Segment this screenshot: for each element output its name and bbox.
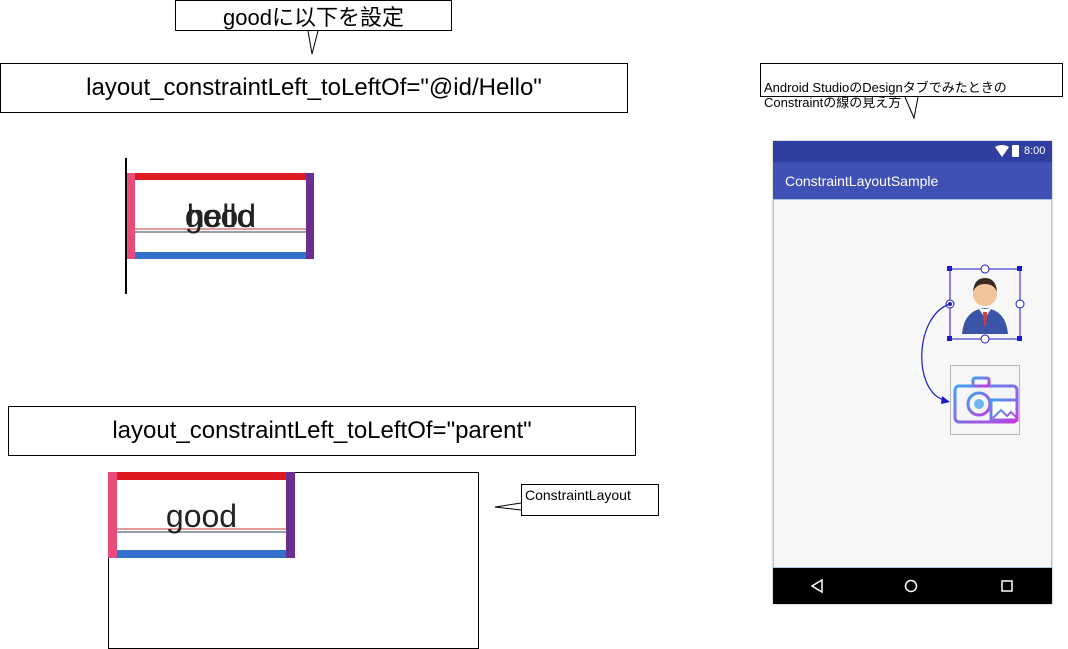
constraint-arrow <box>921 303 951 401</box>
home-icon[interactable] <box>904 579 918 593</box>
studio-note-text: Android StudioのDesignタブでみたときの Constraint… <box>764 80 1007 110</box>
recents-icon[interactable] <box>1001 580 1013 592</box>
attribute-parent-text: layout_constraintLeft_toLeftOf="parent" <box>112 417 532 444</box>
anchor-top <box>980 264 990 274</box>
example1-hello-label: hello <box>186 198 255 234</box>
battery-icon <box>1012 145 1019 157</box>
phone-mockup: 8:00 ConstraintLayoutSample <box>773 141 1052 604</box>
camera-image-frame[interactable] <box>950 365 1020 435</box>
attribute-box-parent: layout_constraintLeft_toLeftOf="parent" <box>8 406 636 456</box>
app-bar: ConstraintLayoutSample <box>773 162 1052 199</box>
resize-handle <box>1017 266 1022 271</box>
studio-note-pointer <box>904 96 919 120</box>
attribute-hello-text: layout_constraintLeft_toLeftOf="@id/Hell… <box>86 74 542 101</box>
app-title: ConstraintLayoutSample <box>785 173 939 189</box>
callout-top: goodに以下を設定 <box>175 0 452 31</box>
navigation-bar <box>773 568 1052 604</box>
anchor-bottom <box>980 334 990 344</box>
studio-note: Android StudioのDesignタブでみたときの Constraint… <box>760 63 1063 110</box>
constraintlayout-label-text: ConstraintLayout <box>525 487 631 503</box>
constraintlayout-pointer <box>494 502 522 511</box>
constraint-overlay <box>921 264 1025 404</box>
avatar-image[interactable] <box>950 268 1020 338</box>
example2-good-label: good <box>165 498 238 534</box>
example2-diagram <box>108 472 295 558</box>
camera-icon <box>953 376 1019 424</box>
resize-handle <box>947 266 952 271</box>
example1-good-label: good <box>184 198 257 234</box>
phone-content <box>773 199 1052 568</box>
example1-diagram <box>125 158 314 294</box>
status-time: 8:00 <box>1024 145 1046 157</box>
resize-handle <box>1017 336 1022 341</box>
constraintlayout-label: ConstraintLayout <box>521 484 659 516</box>
callout-top-text: goodに以下を設定 <box>223 4 404 30</box>
attribute-box-hello: layout_constraintLeft_toLeftOf="@id/Hell… <box>0 63 628 113</box>
wifi-icon <box>995 145 1009 157</box>
resize-handle <box>947 336 952 341</box>
back-icon[interactable] <box>810 578 823 594</box>
anchor-right <box>1015 299 1025 309</box>
status-bar: 8:00 <box>773 141 1052 162</box>
callout-top-pointer <box>307 30 319 55</box>
